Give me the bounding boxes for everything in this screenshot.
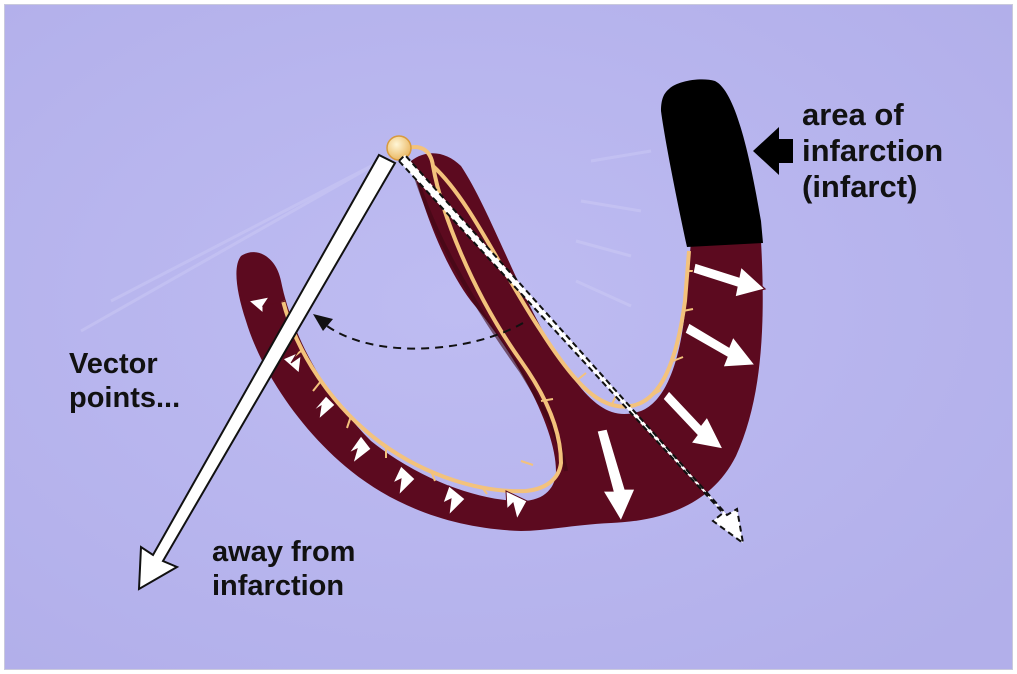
vector-label: Vector points...	[69, 348, 180, 415]
infarct-label-line-3: (infarct)	[802, 169, 943, 205]
away-label: away from infarction	[212, 536, 355, 603]
away-label-line-2: infarction	[212, 570, 355, 604]
infarct-label: area of infarction (infarct)	[802, 97, 943, 205]
vector-label-line-2: points...	[69, 382, 180, 416]
infarct-label-line-2: infarction	[802, 133, 943, 169]
infarct-label-line-1: area of	[802, 97, 943, 133]
diagram-frame: area of infarction (infarct) Vector poin…	[4, 4, 1013, 670]
vector-label-line-1: Vector	[69, 348, 180, 382]
away-label-line-1: away from	[212, 536, 355, 570]
